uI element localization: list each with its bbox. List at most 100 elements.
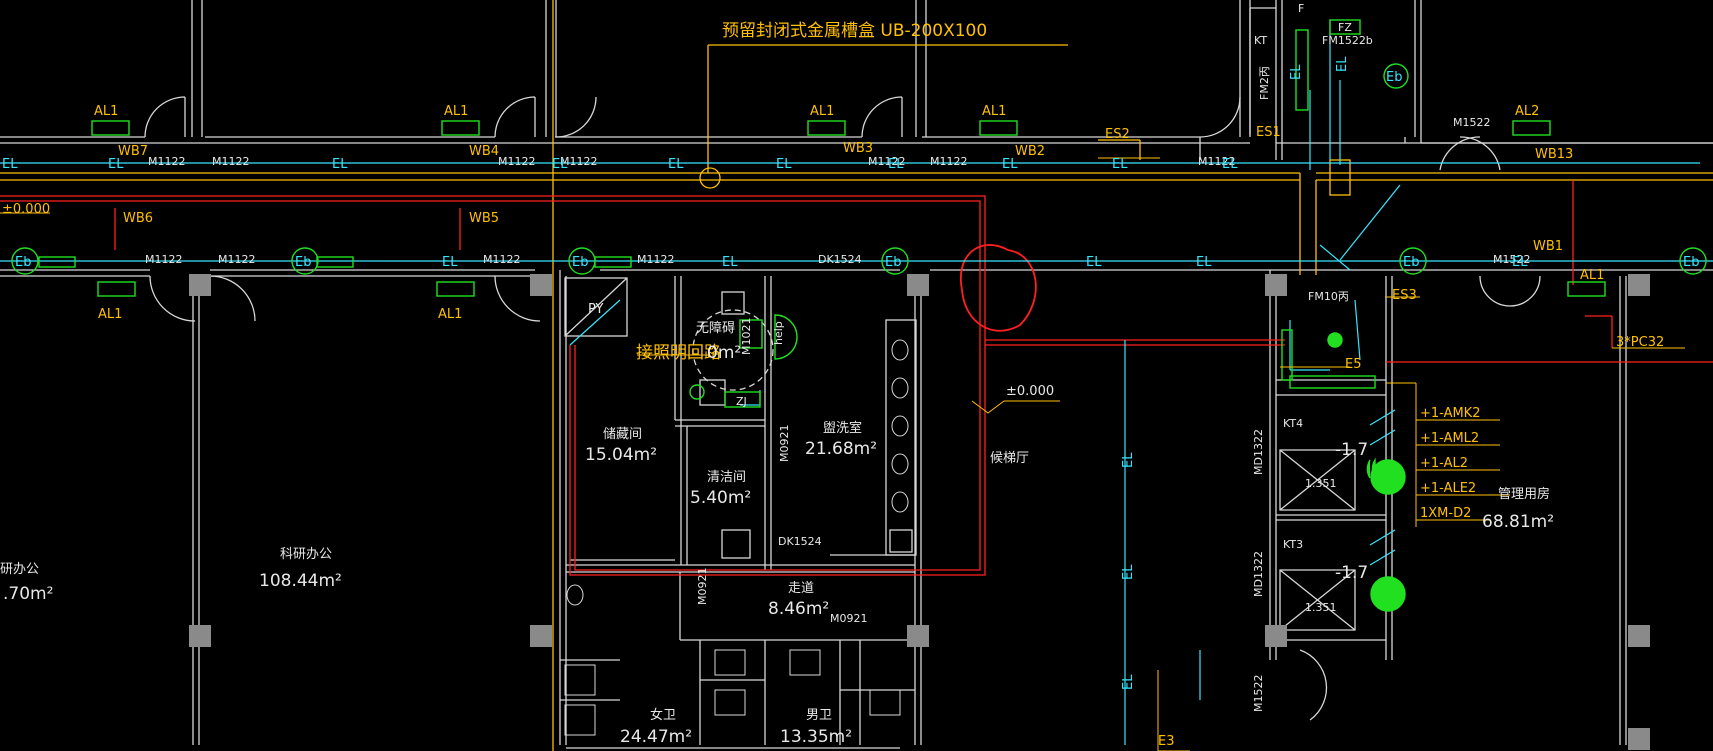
label-al1-b: AL1 [444, 104, 468, 119]
el-tag: EL [1121, 452, 1136, 468]
el-tag: EL [332, 157, 348, 172]
label-al1-f: AL1 [438, 307, 462, 322]
equip-zj: ZJ [736, 395, 747, 408]
door-m1122-i: M1122 [218, 253, 256, 266]
panel-boxes [38, 19, 1606, 612]
lighting-circuits [0, 20, 1713, 745]
lift-dim-a: 1.351 [1305, 477, 1337, 490]
door-m1522-a: M1522 [1453, 116, 1491, 129]
room-lobby-name: 候梯厅 [990, 451, 1029, 466]
room-storage-area: 15.04m² [585, 445, 657, 465]
el-tag: EL [1222, 157, 1238, 172]
circuit-item: +1-AL2 [1420, 456, 1468, 471]
circuit-item: 1XM-D2 [1420, 506, 1471, 521]
door-fm1522b: FM1522b [1322, 34, 1373, 47]
eb-tag: Eb [1386, 70, 1402, 85]
room-labels: 储藏间 15.04m² 盥洗室 21.68m² 清洁间 5.40m² 走道 8.… [0, 321, 1554, 747]
equip-kt4: KT4 [1283, 417, 1303, 430]
room-storage-name: 储藏间 [603, 427, 642, 442]
door-dk1524-b: DK1524 [778, 535, 822, 548]
eb-tag: Eb [295, 255, 311, 270]
label-al1-a: AL1 [94, 104, 118, 119]
eb-tag: Eb [885, 255, 901, 270]
el-tag: EL [552, 157, 568, 172]
room-female-wc-area: 24.47m² [620, 727, 692, 747]
room-cleaning-name: 清洁间 [707, 470, 746, 485]
label-al1-e: AL1 [98, 307, 122, 322]
room-accessible-name: 无障碍 [696, 321, 735, 336]
el-tag: EL [776, 157, 792, 172]
el-tag: EL [2, 157, 18, 172]
label-es2: ES2 [1105, 127, 1130, 142]
circuit-list: +1-AMK2 +1-AML2 +1-AL2 +1-ALE2 1XM-D2 [1420, 406, 1480, 521]
room-corridor-area: 8.46m² [768, 599, 829, 619]
room-cleaning-area: 5.40m² [690, 488, 751, 508]
equip-kt: KT [1254, 34, 1267, 47]
label-al1-d: AL1 [982, 104, 1006, 119]
eb-tag: Eb [1403, 255, 1419, 270]
label-pc32: 3*PC32 [1616, 335, 1664, 350]
circuit-item: +1-AML2 [1420, 431, 1479, 446]
equipment-labels: PY help ZJ KT KT4 KT3 F FZ -1.7 -1.7 1.3… [588, 2, 1368, 614]
el-tag: EL [1335, 56, 1350, 72]
el-tag: EL [1002, 157, 1018, 172]
el-tags: EL EL EL EL EL EL EL EL EL EL EL EL EL E… [2, 56, 1528, 690]
panel-labels: AL1 AL1 AL1 AL1 AL1 AL1 AL1 AL2 WB7 WB4 … [94, 104, 1664, 749]
door-m1122-f: M1122 [930, 155, 968, 168]
el-tag: EL [1196, 255, 1212, 270]
door-m1122-e: M1122 [868, 155, 906, 168]
label-es3: ES3 [1392, 288, 1417, 303]
level-mid: ±0.000 [1006, 384, 1054, 399]
door-m1021: M1021 [740, 318, 753, 356]
equip-kt3: KT3 [1283, 538, 1303, 551]
equip-f: F [1298, 2, 1304, 15]
room-female-wc-name: 女卫 [650, 707, 676, 723]
fire-alarm-wiring [0, 180, 1713, 576]
label-wb1: WB1 [1533, 239, 1563, 254]
lift-level-a: -1.7 [1335, 440, 1368, 460]
circuit-item: +1-AMK2 [1420, 406, 1480, 421]
room-mgmt-name: 管理用房 [1498, 486, 1550, 502]
circuit-item: +1-ALE2 [1420, 481, 1476, 496]
door-m1522-b: M1522 [1493, 253, 1531, 266]
level-left: ±0.000 [2, 202, 50, 217]
label-es1: ES1 [1256, 125, 1281, 140]
room-mgmt-area: 68.81m² [1482, 512, 1554, 532]
structural-columns [189, 274, 1650, 750]
room-accessible-area: 0m² [707, 343, 741, 363]
door-m0921-c: M0921 [830, 612, 868, 625]
equip-help: help [772, 321, 785, 345]
room-male-wc-name: 男卫 [806, 708, 832, 723]
label-wb2: WB2 [1015, 144, 1045, 159]
door-m1122-d: M1122 [560, 155, 598, 168]
lift-level-b: -1.7 [1335, 563, 1368, 583]
el-tag: EL [442, 255, 458, 270]
label-wb7: WB7 [118, 144, 148, 159]
room-corridor-name: 走道 [788, 581, 814, 596]
door-fm10: FM10丙 [1308, 290, 1349, 303]
door-m1122-c: M1122 [498, 155, 536, 168]
door-dk1524-a: DK1524 [818, 253, 862, 266]
label-e3: E3 [1158, 734, 1175, 749]
door-m1122-k: M1122 [637, 253, 675, 266]
el-tag: EL [888, 157, 904, 172]
door-m1122-b: M1122 [212, 155, 250, 168]
door-md1322-a: MD1322 [1252, 429, 1265, 475]
room-research-left-area: .70m² [3, 584, 53, 604]
lighting-note: 接照明回路 [636, 343, 721, 363]
el-tag: EL [108, 157, 124, 172]
tray-note: 预留封闭式金属槽盒 UB-200X100 [722, 21, 987, 41]
door-m0921-a: M0921 [778, 425, 791, 463]
door-md1322-b: MD1322 [1252, 551, 1265, 597]
room-male-wc-area: 13.35m² [780, 727, 852, 747]
room-research-left-name: 研办公 [0, 562, 39, 577]
door-m1122-a: M1122 [148, 155, 186, 168]
label-al2: AL2 [1515, 104, 1539, 119]
door-m1122-j: M1122 [483, 253, 521, 266]
label-wb6: WB6 [123, 211, 153, 226]
el-tag: EL [1121, 674, 1136, 690]
lift-dim-b: 1.351 [1305, 601, 1337, 614]
eb-tag: Eb [15, 255, 31, 270]
